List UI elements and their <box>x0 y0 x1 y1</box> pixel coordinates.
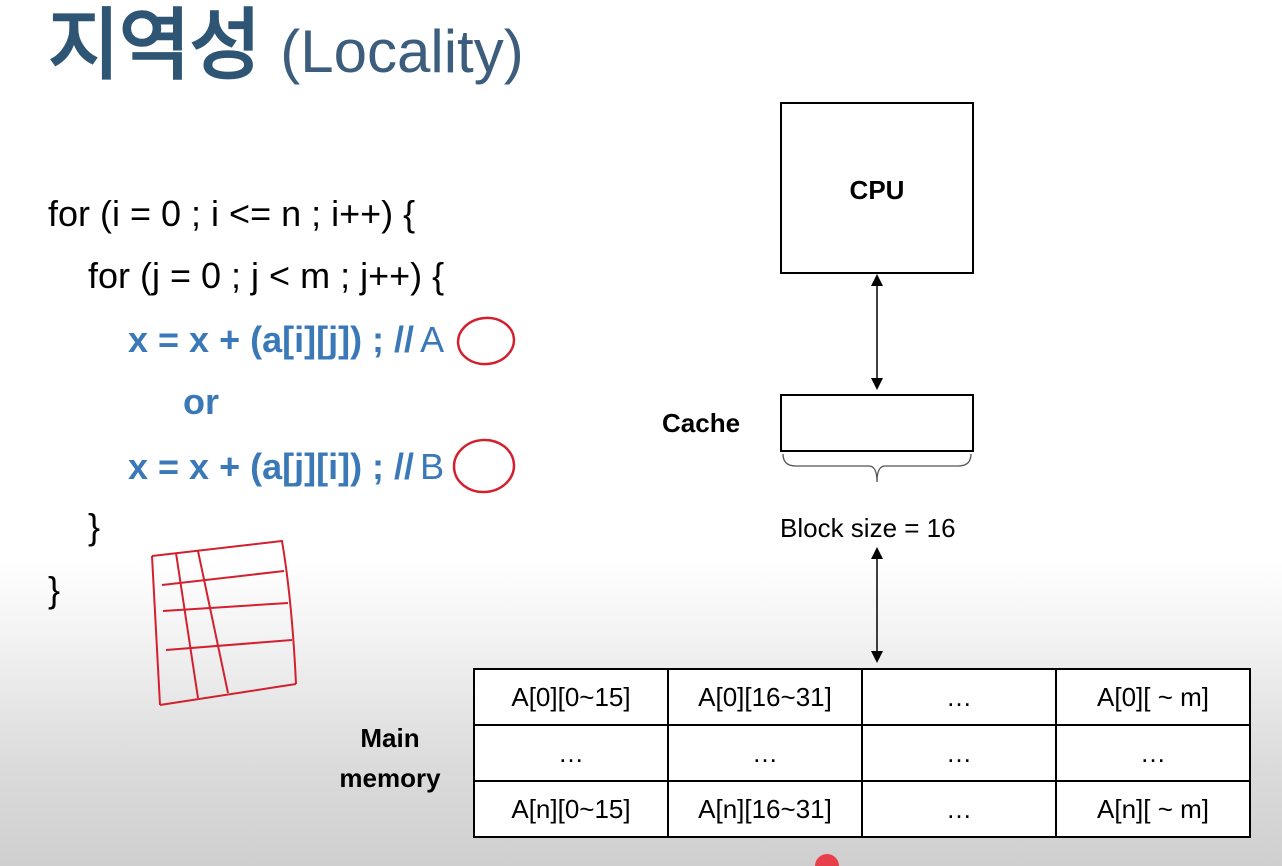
cpu-label: CPU <box>849 175 905 205</box>
table-cell: A[n][0~15] <box>473 780 669 838</box>
table-cell: A[n][16~31] <box>667 780 863 838</box>
block-size-label: Block size = 16 <box>780 513 956 543</box>
title-english: (Locality) <box>280 18 524 85</box>
cpu-box <box>780 102 974 274</box>
slide-title: 지역성(Locality) <box>48 6 524 84</box>
code-line-close-outer: } <box>48 569 61 610</box>
table-cell: … <box>1055 724 1251 782</box>
diagram-connectors <box>782 274 972 663</box>
block-brace <box>782 453 972 483</box>
main-memory-table: A[0][0~15] A[0][16~31] … A[0][ ~ m] … … … <box>473 668 1251 838</box>
table-cell: A[0][ ~ m] <box>1055 668 1251 726</box>
table-cell: A[0][0~15] <box>473 668 669 726</box>
code-line-a-text: x = x + (a[i][j]) ; // <box>128 319 415 360</box>
table-cell: A[0][16~31] <box>667 668 863 726</box>
code-line-close-inner: } <box>88 506 101 547</box>
pointer-dot <box>815 854 839 866</box>
hand-drawn-grid-sketch <box>151 539 297 706</box>
code-line-b: x = x + (a[j][i]) ; //B <box>128 449 444 485</box>
table-row: A[0][0~15] A[0][16~31] … A[0][ ~ m] <box>473 668 1251 726</box>
main-memory-label-line-2: memory <box>339 763 441 794</box>
table-cell: A[n][ ~ m] <box>1055 780 1251 838</box>
table-cell: … <box>861 724 1057 782</box>
table-cell: … <box>861 668 1057 726</box>
code-line-or: or <box>183 381 219 422</box>
circle-annotation-b <box>452 438 516 494</box>
table-cell: … <box>861 780 1057 838</box>
cache-box <box>780 394 974 452</box>
circle-annotation-a <box>456 316 516 366</box>
table-cell: … <box>473 724 669 782</box>
main-memory-label-line-1: Main <box>360 723 420 753</box>
cache-label: Cache <box>662 408 741 438</box>
annotation-mark-b: B <box>420 446 445 487</box>
annotation-mark-a: A <box>420 319 445 360</box>
code-line-a: x = x + (a[i][j]) ; //A <box>128 322 444 358</box>
table-row: … … … … <box>473 724 1251 782</box>
table-cell: … <box>667 724 863 782</box>
code-line-1: for (i = 0 ; i <= n ; i++) { <box>48 193 416 234</box>
main-memory-label: Main memory <box>330 718 450 799</box>
table-row: A[n][0~15] A[n][16~31] … A[n][ ~ m] <box>473 780 1251 838</box>
title-korean: 지역성 <box>48 1 261 89</box>
code-line-b-text: x = x + (a[j][i]) ; // <box>128 446 415 487</box>
code-line-2: for (j = 0 ; j < m ; j++) { <box>88 255 445 296</box>
